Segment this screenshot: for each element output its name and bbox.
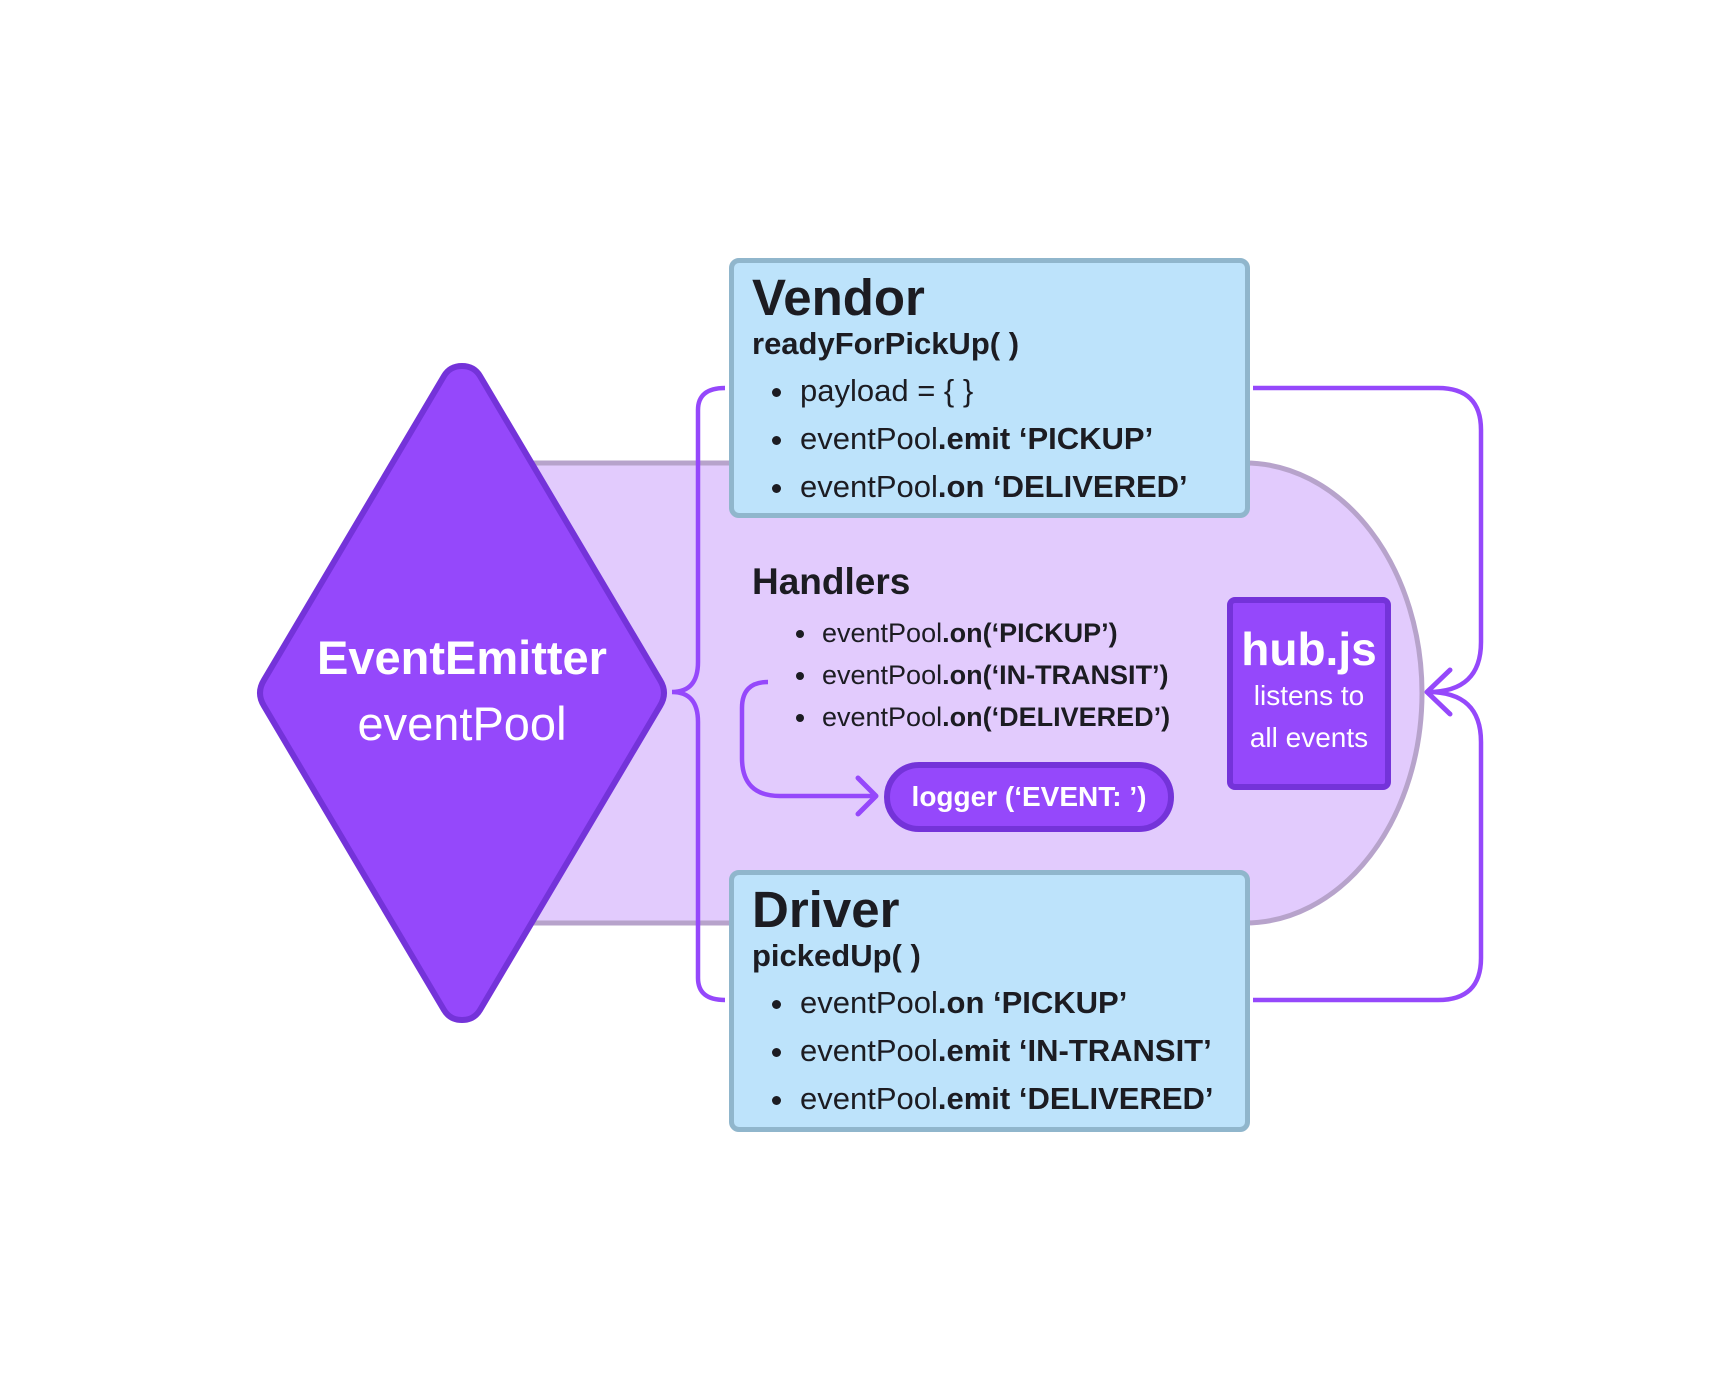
driver-to-hub-line: [1253, 689, 1484, 1003]
list-item: eventPool.emit ‘IN-TRANSIT’: [772, 1027, 1227, 1075]
driver-title: Driver: [752, 881, 900, 938]
hub-title: hub.js: [1241, 623, 1377, 675]
list-item: eventPool.emit ‘DELIVERED’: [772, 1075, 1227, 1123]
vendor-list: payload = { } eventPool.emit ‘PICKUP’ ev…: [752, 367, 1227, 511]
list-item: eventPool.on ‘DELIVERED’: [772, 463, 1227, 511]
handlers-section: Handlers eventPool.on(‘PICKUP’) eventPoo…: [752, 560, 1222, 738]
hub-description: listens to all events: [1249, 680, 1369, 753]
event-emitter-title: EventEmitter: [317, 631, 607, 684]
event-emitter-diamond: [257, 362, 667, 1024]
handlers-region: [437, 460, 1425, 926]
list-item: eventPool.on(‘PICKUP’): [796, 612, 1222, 654]
handlers-title: Handlers: [752, 561, 911, 602]
vendor-title: Vendor: [752, 269, 925, 326]
logger-arrowhead: [855, 775, 879, 817]
handlers-list: eventPool.on(‘PICKUP’) eventPool.on(‘IN-…: [752, 612, 1222, 738]
hub-arrowhead: [1424, 667, 1453, 717]
vendor-to-hub-line: [1253, 385, 1484, 695]
handler-to-logger-arrow: [739, 679, 874, 799]
list-item: eventPool.on(‘IN-TRANSIT’): [796, 654, 1222, 696]
list-item: payload = { }: [772, 367, 1227, 415]
vendor-card: Vendor readyForPickUp( ) payload = { } e…: [729, 258, 1250, 518]
logger-pill: logger (‘EVENT: ’): [884, 762, 1174, 832]
list-item: eventPool.emit ‘PICKUP’: [772, 415, 1227, 463]
vendor-method: readyForPickUp( ): [752, 326, 1020, 361]
brace: [671, 385, 726, 1003]
driver-method: pickedUp( ): [752, 938, 921, 973]
hub-box: hub.js listens to all events: [1227, 597, 1391, 790]
event-emitter-label: EventEmitter eventPool: [262, 628, 662, 760]
list-item: eventPool.on(‘DELIVERED’): [796, 696, 1222, 738]
event-pool-label: eventPool: [357, 697, 567, 750]
driver-card: Driver pickedUp( ) eventPool.on ‘PICKUP’…: [729, 870, 1250, 1132]
driver-list: eventPool.on ‘PICKUP’ eventPool.emit ‘IN…: [752, 979, 1227, 1123]
list-item: eventPool.on ‘PICKUP’: [772, 979, 1227, 1027]
